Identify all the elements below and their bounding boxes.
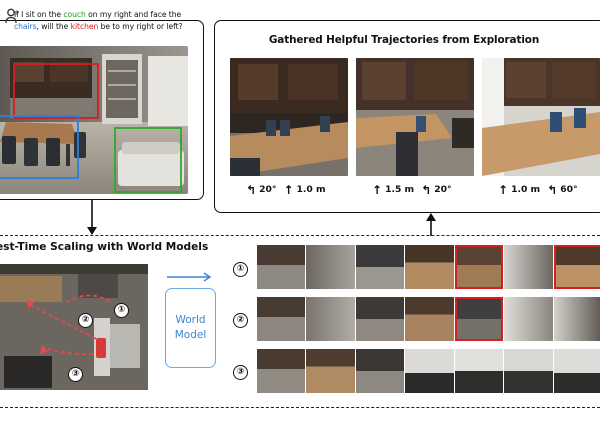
rollout-frame: [306, 349, 355, 393]
person-speaking-icon: [5, 8, 18, 24]
forward-arrow-icon: ↑: [498, 182, 509, 197]
kitchen-word: kitchen: [70, 22, 99, 31]
rollout-frame: [504, 245, 553, 289]
rollout-frame: [454, 297, 504, 341]
turn-left-arrow-icon: ↰: [547, 182, 558, 197]
turn-left-arrow-icon: ↰: [421, 182, 432, 197]
trajectories-title: Gathered Helpful Trajectories from Explo…: [268, 34, 540, 46]
down-arrow-icon: [87, 200, 97, 235]
rollout-label-2: ②: [233, 313, 248, 328]
forward-arrow-icon: ↑: [283, 182, 294, 197]
rollout-frame: [306, 245, 355, 289]
rollout-frame: [454, 245, 504, 289]
chairs-bounding-box: [0, 115, 79, 179]
rollout-frame: [355, 297, 405, 341]
exploration-frame-2: [356, 58, 474, 176]
rollout-strip-1: [257, 245, 600, 289]
exploration-frame-3: [482, 58, 600, 176]
world-model-box: World Model: [165, 288, 216, 368]
scaling-title: est-Time Scaling with World Models: [0, 241, 209, 253]
exploration-frame-1: [230, 58, 348, 176]
section-divider-top: [0, 235, 600, 236]
rollout-frame: [405, 297, 454, 341]
room-image: [0, 46, 188, 194]
rollout-label-1: ①: [233, 262, 248, 277]
rollout-frame: [257, 349, 306, 393]
turn-left-arrow-icon: ↰: [246, 182, 257, 197]
rollout-frame: [405, 245, 454, 289]
rollout-frame: [504, 349, 553, 393]
rollout-frame: [355, 245, 405, 289]
couch-word: couch: [63, 10, 86, 19]
rollout-frame: [553, 349, 600, 393]
rollout-frame: [405, 349, 454, 393]
trajectory-1-actions: ↰20° ↑1.0 m: [246, 182, 326, 197]
rollout-strip-3: [257, 349, 600, 393]
map-label-2: ②: [78, 313, 93, 328]
map-label-1: ①: [114, 303, 129, 318]
trajectory-2-actions: ↑1.5 m ↰20°: [372, 182, 452, 197]
couch-bounding-box: [114, 127, 182, 193]
right-arrow-icon: [167, 272, 212, 282]
forward-arrow-icon: ↑: [372, 182, 383, 197]
rollout-frame: [504, 297, 553, 341]
rollout-frame: [257, 245, 306, 289]
trajectory-3-actions: ↑1.0 m ↰60°: [498, 182, 578, 197]
rollout-frame: [257, 297, 306, 341]
section-divider-bottom: [0, 407, 600, 408]
chairs-word: chairs: [14, 22, 37, 31]
rollout-frame: [355, 349, 405, 393]
rollout-frame: [454, 349, 504, 393]
rollout-strip-2: [257, 297, 600, 341]
rollout-frame: [553, 297, 600, 341]
rollout-frame: [553, 245, 600, 289]
map-label-3: ③: [68, 367, 83, 382]
rollout-label-3: ③: [233, 365, 248, 380]
up-arrow-icon: [426, 213, 436, 236]
rollout-frame: [306, 297, 355, 341]
kitchen-bounding-box: [13, 63, 99, 119]
question-text: If I sit on the couch on my right and fa…: [14, 10, 183, 31]
